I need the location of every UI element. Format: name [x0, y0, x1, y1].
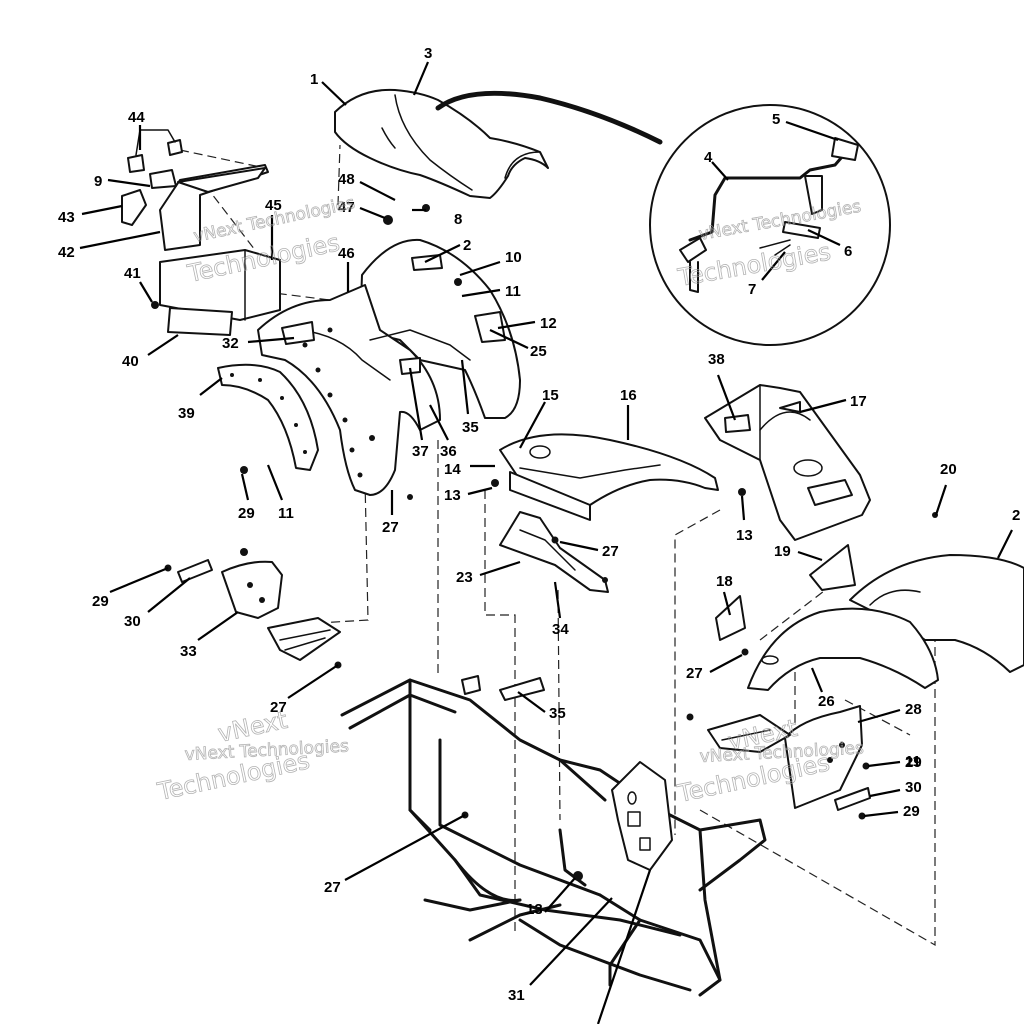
callout-29: 29	[905, 754, 922, 771]
callout-34: 34	[552, 621, 569, 638]
callout-14: 14	[444, 461, 461, 478]
latch-detail-inset	[649, 104, 891, 346]
callout-45: 45	[265, 197, 282, 214]
callout-35: 35	[549, 705, 566, 722]
callout-13: 13	[526, 901, 543, 918]
callout-11: 11	[278, 505, 294, 522]
callout-2: 2	[1012, 507, 1020, 524]
callout-4: 4	[704, 149, 713, 166]
callout-42: 42	[58, 244, 75, 261]
atv-frame	[340, 675, 767, 997]
callout-16: 16	[620, 387, 637, 404]
callout-30: 30	[124, 613, 141, 630]
callout-48: 48	[338, 171, 355, 188]
callout-31: 31	[508, 987, 525, 1004]
callout-12: 12	[540, 315, 557, 332]
callout-6: 6	[844, 243, 852, 260]
callout-28: 28	[905, 701, 922, 718]
front-center-panel	[499, 433, 719, 521]
callout-3: 3	[424, 45, 432, 62]
callout-32: 32	[222, 335, 239, 352]
callout-20: 20	[940, 461, 957, 478]
rear-fender	[257, 238, 521, 496]
callout-38: 38	[708, 351, 725, 368]
callout-8: 8	[454, 211, 462, 228]
callout-5: 5	[772, 111, 780, 128]
callout-17: 17	[850, 393, 867, 410]
callout-leader-lines	[79, 61, 1013, 1024]
callout-23: 23	[456, 569, 473, 586]
callout-29: 29	[238, 505, 255, 522]
callout-15: 15	[542, 387, 559, 404]
callout-43: 43	[58, 209, 75, 226]
front-fenders	[707, 544, 1024, 811]
callout-9: 9	[94, 173, 102, 190]
callout-41: 41	[124, 265, 141, 282]
front-storage-box	[704, 384, 871, 541]
callout-19: 19	[774, 543, 791, 560]
callout-27: 27	[324, 879, 341, 896]
callout-29: 29	[903, 803, 920, 820]
callout-10: 10	[505, 249, 522, 266]
rear-lower-bracket	[177, 559, 341, 661]
callout-44: 44	[128, 109, 145, 126]
callout-37: 37	[412, 443, 429, 460]
callout-18: 18	[716, 573, 733, 590]
callout-26: 26	[818, 693, 835, 710]
callout-39: 39	[178, 405, 195, 422]
callout-47: 47	[338, 199, 355, 216]
callout-labels: 1 3 44 9 43 42 45 48 47 8 41 40 46 2 10 …	[58, 45, 1020, 1004]
callout-11: 11	[905, 753, 921, 770]
callout-7: 7	[748, 281, 756, 298]
callout-27: 27	[686, 665, 703, 682]
callout-27: 27	[270, 699, 287, 716]
hardware-fasteners	[164, 204, 938, 820]
rear-storage-box	[121, 129, 281, 336]
callout-27: 27	[602, 543, 619, 560]
callout-2: 2	[463, 237, 471, 254]
callout-29: 29	[92, 593, 109, 610]
callout-46: 46	[338, 245, 355, 262]
callout-11: 11	[505, 283, 521, 300]
callout-13: 13	[736, 527, 753, 544]
callout-33: 33	[180, 643, 197, 660]
callout-35: 35	[462, 419, 479, 436]
callout-25: 25	[530, 343, 547, 360]
front-brace	[499, 511, 609, 593]
callout-27: 27	[382, 519, 399, 536]
callout-36: 36	[440, 443, 457, 460]
seat	[334, 88, 549, 199]
callout-30: 30	[905, 779, 922, 796]
rear-mud-flap	[217, 363, 319, 471]
callout-13: 13	[444, 487, 461, 504]
callout-40: 40	[122, 353, 139, 370]
seat-latch-cable	[435, 90, 663, 145]
callout-1: 1	[310, 71, 318, 88]
